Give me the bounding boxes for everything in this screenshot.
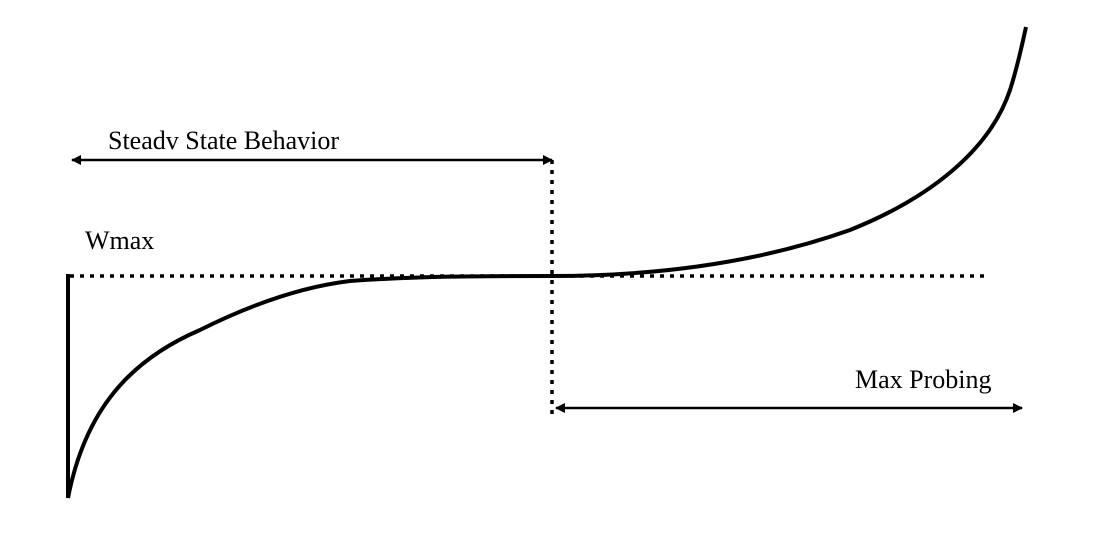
wmax-label: Wmax <box>85 226 154 255</box>
window-growth-curve <box>66 26 1028 499</box>
max-probing-label: Max Probing <box>855 365 992 394</box>
steady-state-label: Steadv State Behavior <box>108 126 339 155</box>
